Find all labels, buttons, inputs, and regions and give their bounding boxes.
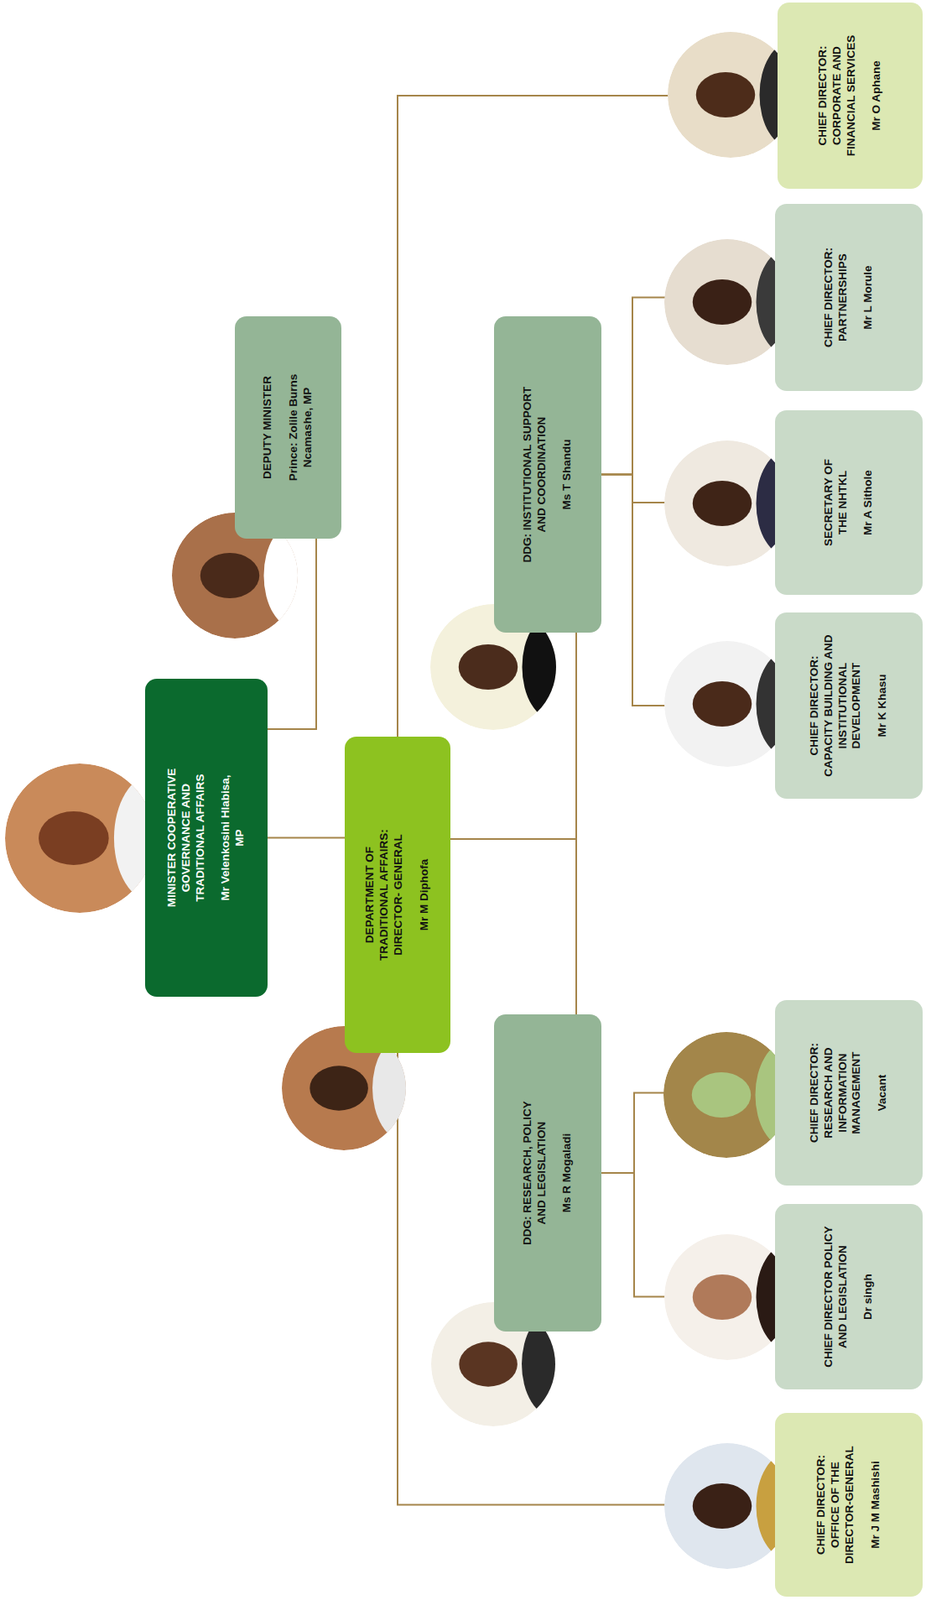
- person-name: Ms T Shandu: [560, 439, 575, 510]
- org-box: CHIEF DIRECTOR: CAPACITY BUILDING AND IN…: [775, 612, 923, 799]
- photo-head: [309, 1065, 369, 1110]
- person-name: Dr singh: [861, 1273, 876, 1320]
- position-title: DEPARTMENT OF TRADITIONAL AFFAIRS: DIREC…: [363, 822, 406, 968]
- position-title: DDG: INSTITUTIONAL SUPPORT AND COORDINAT…: [520, 384, 550, 565]
- photo-head: [38, 811, 110, 865]
- person-name: Mr K Khasu: [875, 674, 890, 738]
- position-title: CHIEF DIRECTOR: CAPACITY BUILDING AND IN…: [807, 634, 865, 777]
- photo-head: [692, 480, 753, 526]
- person-name: Vacant: [875, 1074, 890, 1112]
- position-title: MINISTER COOPERATIVE GOVERNANCE AND TRAD…: [165, 766, 209, 910]
- position-title: DDG: RESEARCH, POLICY AND LEGISLATION: [520, 1096, 550, 1249]
- position-title: CHIEF DIRECTOR: CORPORATE AND FINANCIAL …: [816, 24, 859, 167]
- photo-head: [692, 279, 753, 325]
- photo-head: [458, 1341, 518, 1386]
- position-title: CHIEF DIRECTOR: RESEARCH AND INFORMATION…: [807, 1021, 865, 1165]
- position-title: CHIEF DIRECTOR: OFFICE OF THE DIRECTOR-G…: [814, 1433, 858, 1577]
- org-box: MINISTER COOPERATIVE GOVERNANCE AND TRAD…: [145, 678, 268, 997]
- person-name: Mr L Morule: [861, 265, 876, 329]
- reporting-line: [397, 95, 778, 737]
- reporting-line: [267, 837, 345, 839]
- photo-head: [696, 72, 756, 118]
- position-title: SECRETARY OF THE NHTKL: [821, 452, 851, 553]
- org-box: DEPUTY MINISTER Prince: Zolile Burns Ncam…: [234, 316, 342, 539]
- person-name: Ms R Mogaladi: [560, 1133, 575, 1213]
- photo-head: [691, 1071, 752, 1118]
- org-box: CHIEF DIRECTOR: CORPORATE AND FINANCIAL …: [777, 2, 923, 189]
- org-box: DEPARTMENT OF TRADITIONAL AFFAIRS: DIREC…: [344, 736, 451, 1053]
- person-name: Prince: Zolile Burns Ncamashe, MP: [286, 343, 316, 512]
- org-box: DDG: RESEARCH, POLICY AND LEGISLATION Ms …: [494, 1014, 602, 1332]
- person-name: Mr A Sithole: [861, 469, 876, 536]
- photo-head: [692, 1274, 753, 1320]
- org-box: SECRETARY OF THE NHTKL Mr A Sithole: [775, 410, 923, 595]
- person-name: Mr O Aphane: [869, 60, 885, 131]
- reporting-line: [450, 838, 577, 1015]
- org-box: CHIEF DIRECTOR: OFFICE OF THE DIRECTOR-G…: [775, 1412, 923, 1597]
- reporting-line: [450, 632, 577, 839]
- position-title: DEPUTY MINISTER: [260, 375, 276, 479]
- photo-head: [200, 552, 261, 599]
- person-name: Mr Velenkosini Hlabisa, MP: [218, 766, 248, 910]
- org-box: CHIEF DIRECTOR POLICY AND LEGISLATION Dr …: [775, 1203, 923, 1389]
- person-name: Mr J M Mashishi: [868, 1460, 884, 1548]
- photo-head: [458, 644, 519, 690]
- position-title: CHIEF DIRECTOR: PARTNERSHIPS: [821, 226, 851, 370]
- org-box: CHIEF DIRECTOR: RESEARCH AND INFORMATION…: [775, 999, 923, 1186]
- photo-head: [692, 1482, 753, 1529]
- org-box: DDG: INSTITUTIONAL SUPPORT AND COORDINAT…: [494, 316, 602, 633]
- person-name: Mr M Diphofa: [417, 858, 432, 932]
- photo-head: [692, 681, 753, 727]
- position-title: CHIEF DIRECTOR POLICY AND LEGISLATION: [821, 1225, 851, 1369]
- org-box: CHIEF DIRECTOR: PARTNERSHIPS Mr L Morule: [775, 203, 923, 391]
